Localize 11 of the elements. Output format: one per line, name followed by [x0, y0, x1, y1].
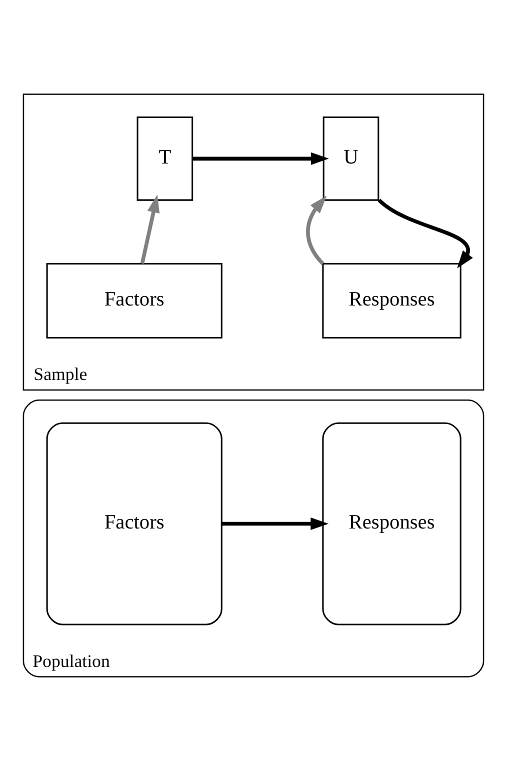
node-box: Factors: [46, 422, 222, 625]
arrow: [378, 198, 473, 268]
node-box: Responses: [322, 262, 462, 338]
arrow: [192, 152, 329, 164]
arrow: [140, 194, 160, 264]
arrow: [306, 195, 327, 265]
node-box: T: [136, 116, 194, 200]
node-box: U: [322, 116, 380, 200]
node-box: Responses: [322, 422, 462, 625]
arrow: [222, 517, 329, 530]
node-box: Factors: [46, 262, 222, 338]
